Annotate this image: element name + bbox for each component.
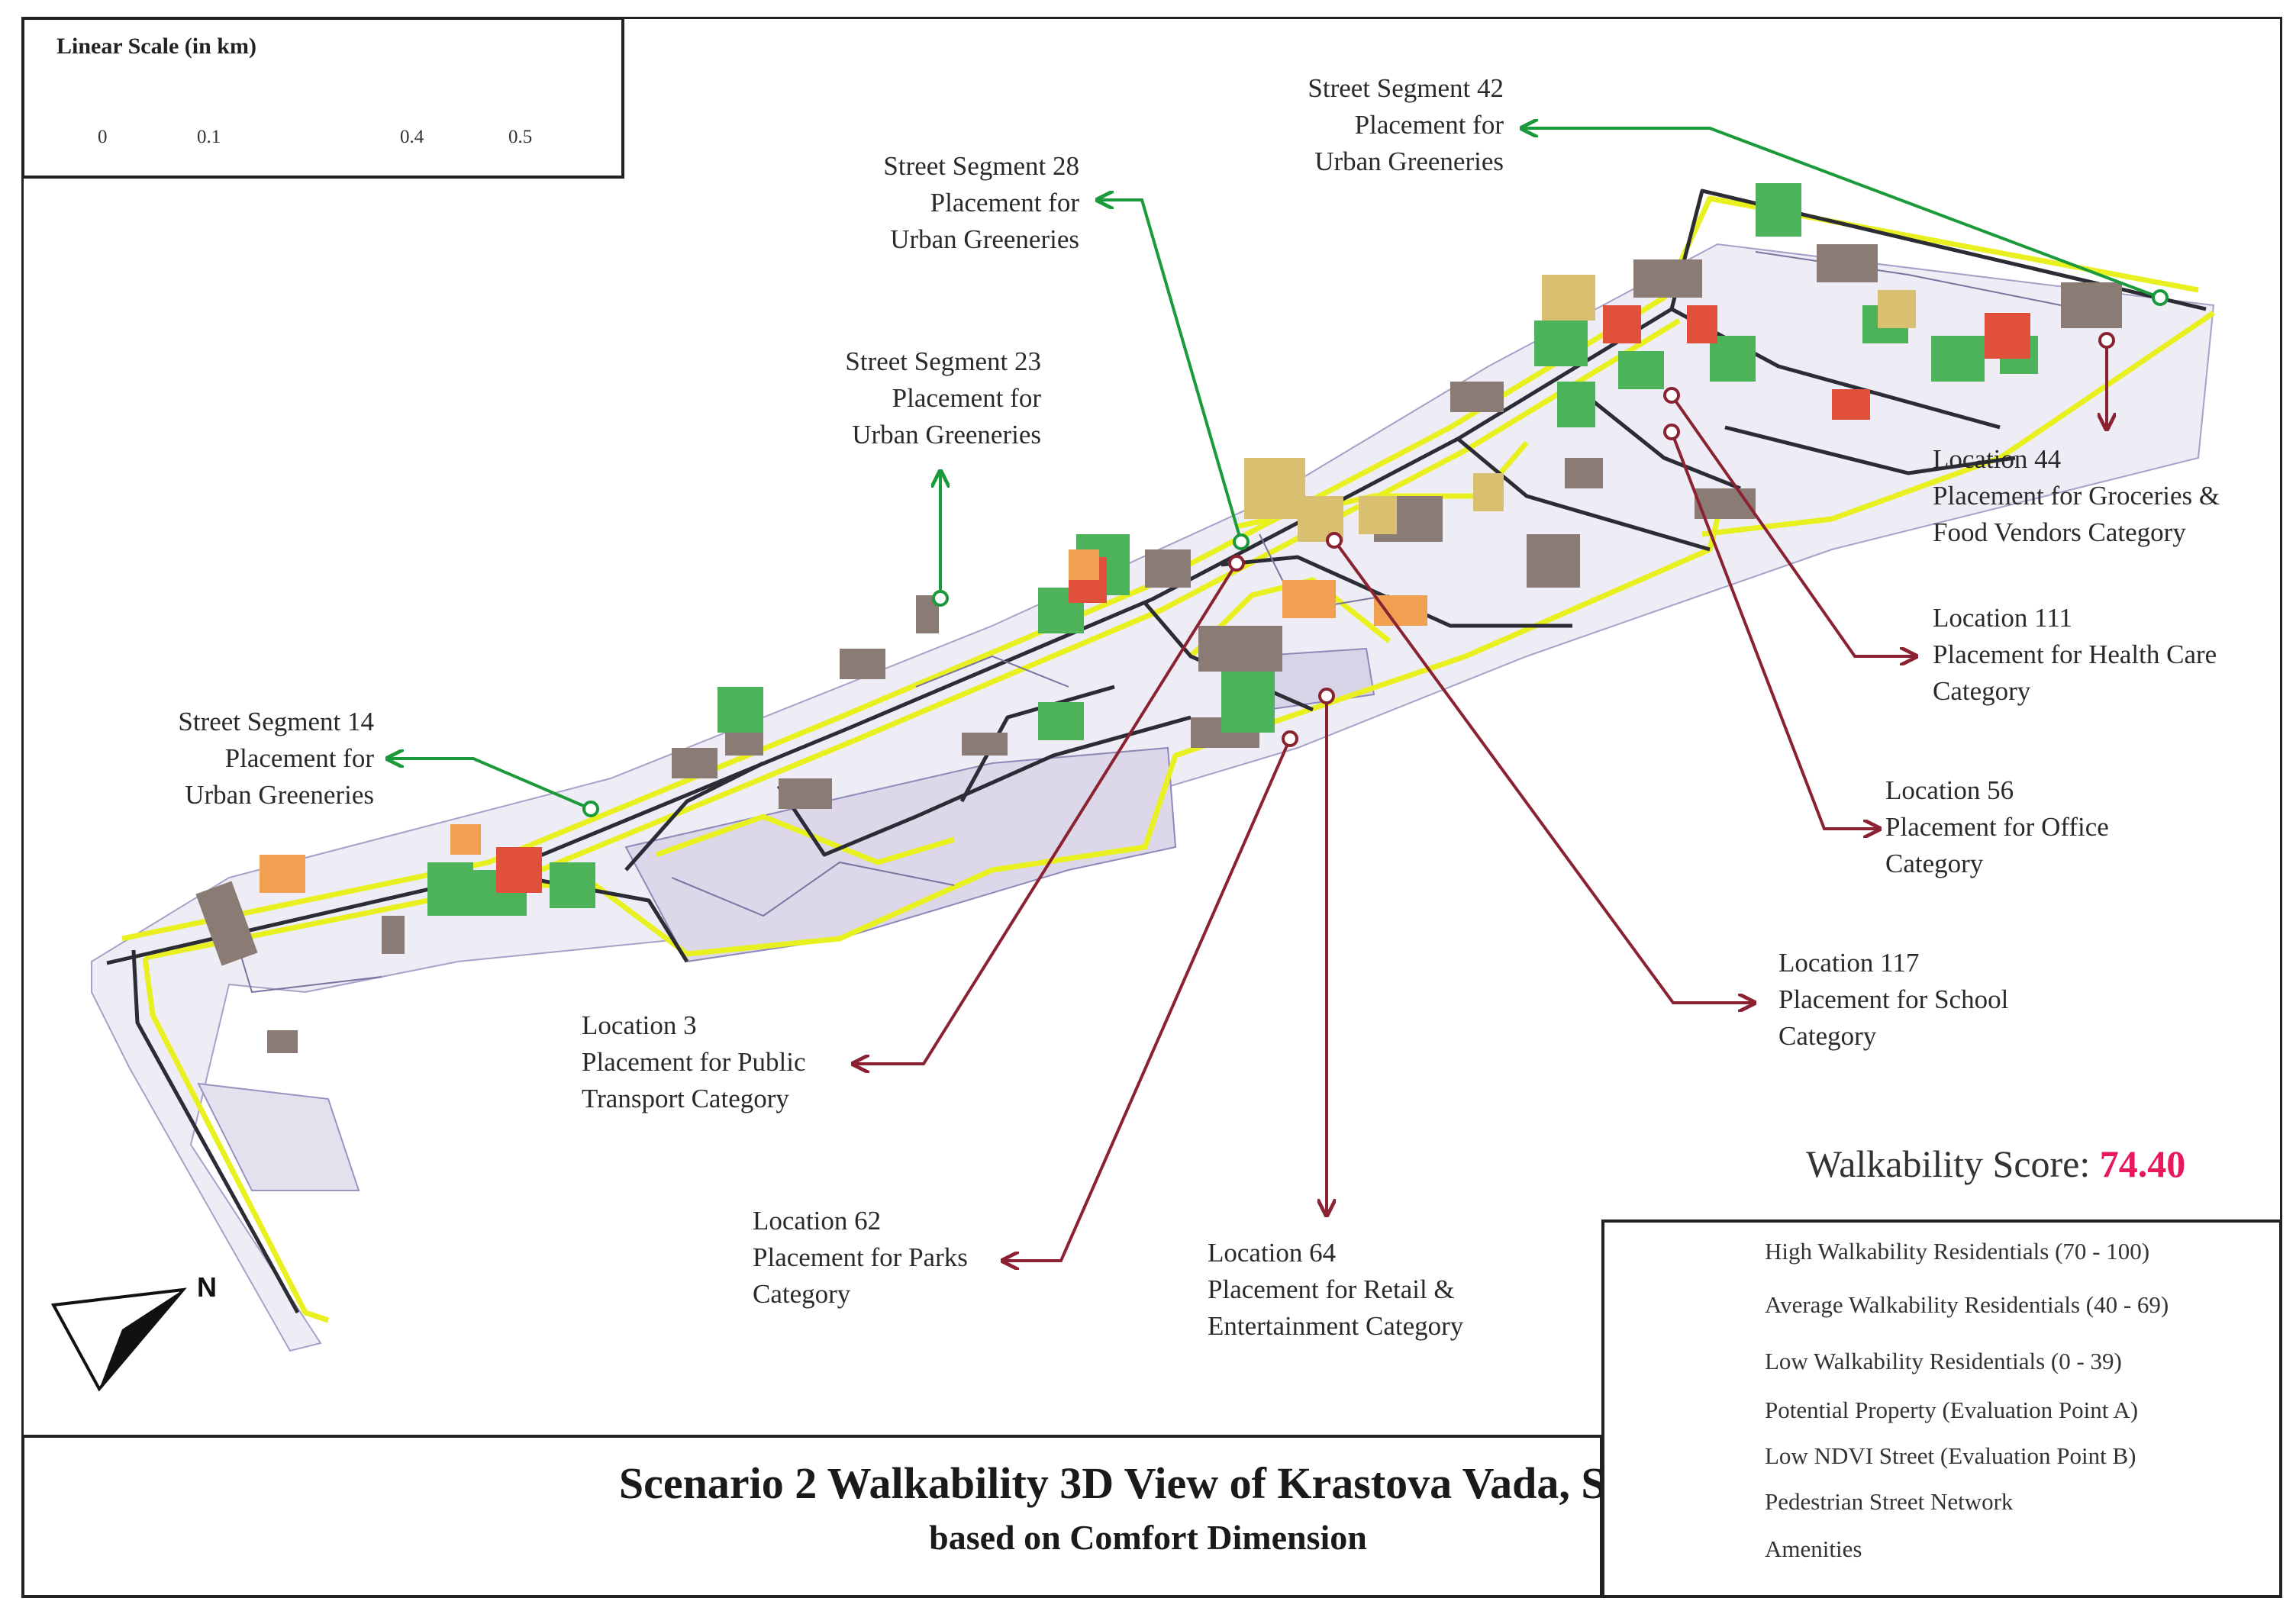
annotation-street-segment-14: Street Segment 14 Placement for Urban Gr… [130, 704, 374, 814]
legend-label-amenities: Amenities [1765, 1535, 1862, 1562]
greenery-points [582, 289, 2169, 817]
scale-tick-0-1: 0.1 [197, 127, 221, 147]
annotation-line: Urban Greeneries [1314, 147, 1504, 176]
annotation-street-segment-23: Street Segment 23 Placement for Urban Gr… [786, 343, 1041, 453]
annotation-line: Placement for Parks [753, 1242, 968, 1272]
annotation-line: Placement for Groceries & [1933, 481, 2220, 511]
annotation-line: Location 117 [1778, 948, 1920, 978]
walkability-score: Walkability Score: 74.40 [1806, 1142, 2185, 1186]
annotation-street-segment-28: Street Segment 28 Placement for Urban Gr… [824, 148, 1079, 258]
annotation-line: Placement for Office [1885, 812, 2109, 842]
annotation-line: Placement for School [1778, 984, 2009, 1014]
annotation-line: Location 56 [1885, 775, 2014, 805]
walkability-score-value: 74.40 [2099, 1142, 2186, 1185]
annotation-line: Entertainment Category [1208, 1311, 1464, 1341]
residential-buildings-orange [260, 549, 1427, 893]
map-subtitle: based on Comfort Dimension [929, 1518, 1367, 1557]
north-arrow-icon [50, 1287, 187, 1392]
annotation-line: Placement for [892, 383, 1041, 413]
annotation-location-117: Location 117 Placement for School Catego… [1778, 945, 2008, 1055]
annotation-line: Street Segment 42 [1308, 73, 1504, 103]
annotation-line: Transport Category [582, 1084, 789, 1113]
scale-title: Linear Scale (in km) [56, 34, 256, 59]
annotation-line: Location 111 [1933, 603, 2073, 633]
annotation-line: Placement for [224, 743, 374, 773]
annotation-location-44: Location 44 Placement for Groceries & Fo… [1933, 441, 2220, 551]
annotation-line: Street Segment 14 [178, 707, 374, 736]
secondary-streets [228, 251, 2062, 994]
annotation-line: Location 62 [753, 1206, 882, 1236]
annotation-line: Urban Greeneries [852, 420, 1041, 449]
annotation-location-56: Location 56 Placement for Office Categor… [1885, 772, 2109, 882]
location-arrows [855, 340, 2107, 1261]
annotation-location-111: Location 111 Placement for Health Care C… [1933, 600, 2217, 710]
legend-label-pedestrian-street: Pedestrian Street Network [1765, 1488, 2014, 1515]
scale-box [21, 17, 624, 179]
annotation-line: Placement for Retail & [1208, 1274, 1455, 1304]
annotation-line: Placement for [1354, 110, 1504, 140]
annotation-street-segment-42: Street Segment 42 Placement for Urban Gr… [1252, 70, 1504, 180]
residential-buildings-average [1244, 275, 1916, 542]
map-title: Scenario 2 Walkability 3D View of Krasto… [618, 1458, 1678, 1508]
annotation-line: Food Vendors Category [1933, 517, 2186, 547]
annotation-line: Category [753, 1279, 851, 1309]
legend-label-average-walkability: Average Walkability Residentials (40 - 6… [1765, 1291, 2169, 1318]
scale-tick-0: 0 [98, 127, 108, 147]
annotation-line: Category [1778, 1021, 1877, 1051]
annotation-line: Street Segment 23 [845, 346, 1041, 376]
annotation-line: Street Segment 28 [883, 151, 1079, 181]
legend-label-low-walkability: Low Walkability Residentials (0 - 39) [1765, 1348, 2122, 1374]
legend-box [1601, 1220, 2282, 1598]
annotation-line: Location 3 [582, 1010, 697, 1040]
walkability-score-label: Walkability Score: [1806, 1142, 2091, 1185]
annotation-line: Location 44 [1933, 444, 2062, 474]
annotation-location-3: Location 3 Placement for Public Transpor… [582, 1007, 806, 1117]
annotation-line: Location 64 [1208, 1238, 1337, 1268]
annotation-line: Category [1885, 849, 1984, 878]
annotation-location-64: Location 64 Placement for Retail & Enter… [1208, 1235, 1463, 1345]
annotation-line: Urban Greeneries [890, 224, 1079, 254]
scale-tick-0-5: 0.5 [508, 127, 533, 147]
annotation-line: Placement for [930, 188, 1079, 217]
annotation-line: Category [1933, 676, 2031, 706]
scale-tick-0-4: 0.4 [400, 127, 424, 147]
north-label: N [197, 1271, 217, 1303]
title-box [21, 1435, 1603, 1598]
annotation-line: Placement for Public [582, 1047, 806, 1077]
annotation-line: Placement for Health Care [1933, 640, 2217, 669]
legend-label-potential-property: Potential Property (Evaluation Point A) [1765, 1397, 2139, 1423]
annotation-location-62: Location 62 Placement for Parks Category [753, 1203, 968, 1313]
greenery-arrows [389, 128, 2161, 810]
annotation-line: Urban Greeneries [185, 780, 374, 810]
legend-label-high-walkability: High Walkability Residentials (70 - 100) [1765, 1238, 2150, 1265]
location-points [1228, 332, 2115, 747]
legend-label-low-ndvi: Low NDVI Street (Evaluation Point B) [1765, 1442, 2136, 1469]
